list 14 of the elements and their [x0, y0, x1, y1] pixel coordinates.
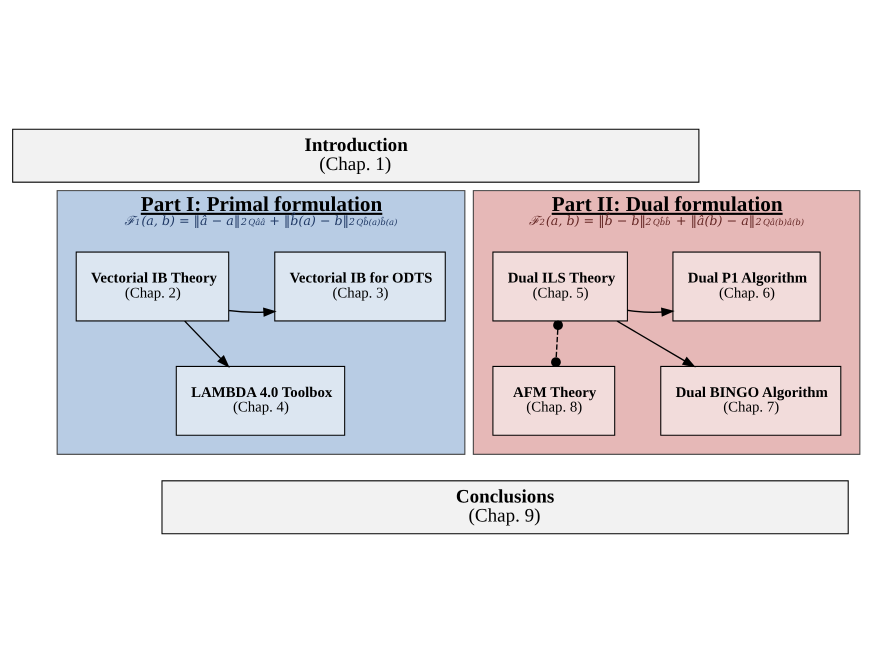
arrow	[229, 308, 277, 317]
arrow	[184, 320, 230, 368]
node-box: Dual ILS Theory (Chap. 5)	[492, 252, 628, 322]
node-box: LAMBDA 4.0 Toolbox (Chap. 4)	[176, 366, 346, 436]
node-box: Introduction (Chap. 1)	[12, 128, 700, 183]
node-box: AFM Theory (Chap. 8)	[492, 366, 616, 436]
node-box: Conclusions (Chap. 9)	[161, 480, 849, 534]
node-box: Vectorial IB for ODTS (Chap. 3)	[274, 252, 446, 322]
arrow	[616, 320, 696, 368]
connector	[551, 320, 563, 368]
node-box: Vectorial IB Theory (Chap. 2)	[76, 252, 230, 322]
node-box: Dual P1 Algorithm (Chap. 6)	[672, 252, 821, 322]
node-box: Dual BINGO Algorithm (Chap. 7)	[660, 366, 842, 436]
arrow	[627, 307, 675, 317]
